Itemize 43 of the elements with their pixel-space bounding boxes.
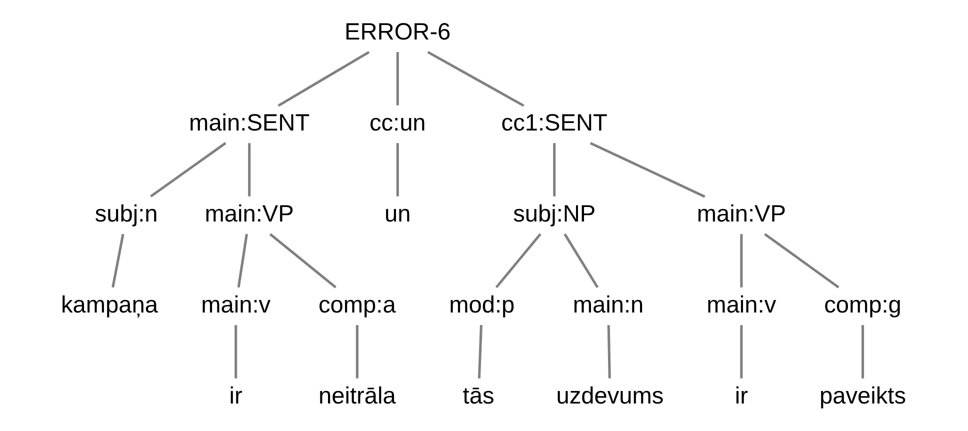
connector <box>396 143 399 196</box>
node-text: main:VP <box>204 200 294 227</box>
node-text: ir <box>229 382 242 409</box>
connector <box>553 143 556 196</box>
connector <box>427 50 524 107</box>
node-text: mod:p <box>449 292 515 318</box>
connector <box>269 233 337 288</box>
node-text: main:SENT <box>189 110 310 136</box>
connector <box>862 325 864 378</box>
node-text: main:VP <box>696 200 786 227</box>
node-text: main:v <box>201 292 271 318</box>
connector <box>396 52 399 106</box>
node-text: subj:n <box>94 200 158 227</box>
node-text: un <box>384 200 411 227</box>
node-text: paveikts <box>820 382 906 409</box>
connector <box>278 51 370 107</box>
connector <box>495 233 542 288</box>
connector <box>478 325 482 378</box>
connector <box>740 234 743 288</box>
connector <box>234 325 238 378</box>
node-text: kampaņa <box>60 292 158 318</box>
node-text: ERROR-6 <box>344 18 451 45</box>
connector <box>237 234 248 288</box>
node-text: cc:un <box>369 110 426 136</box>
node-text: uzdevums <box>556 382 664 409</box>
node-text: cc1:SENT <box>501 110 608 136</box>
connector <box>740 325 743 378</box>
connector <box>607 325 611 378</box>
node-text: comp:g <box>824 292 902 318</box>
node-text: comp:a <box>318 292 396 318</box>
node-text: tās <box>462 382 494 409</box>
node-text: main:v <box>706 292 776 318</box>
node-text: neitrāla <box>318 382 396 409</box>
node-text: ir <box>734 382 748 409</box>
connector <box>150 142 226 198</box>
connector <box>112 234 124 288</box>
connector <box>564 233 599 288</box>
connector <box>356 325 358 378</box>
node-text: subj:NP <box>513 200 596 227</box>
connector <box>248 143 251 196</box>
node-text: main:n <box>572 292 644 318</box>
connector <box>764 233 840 288</box>
connector <box>590 142 706 198</box>
